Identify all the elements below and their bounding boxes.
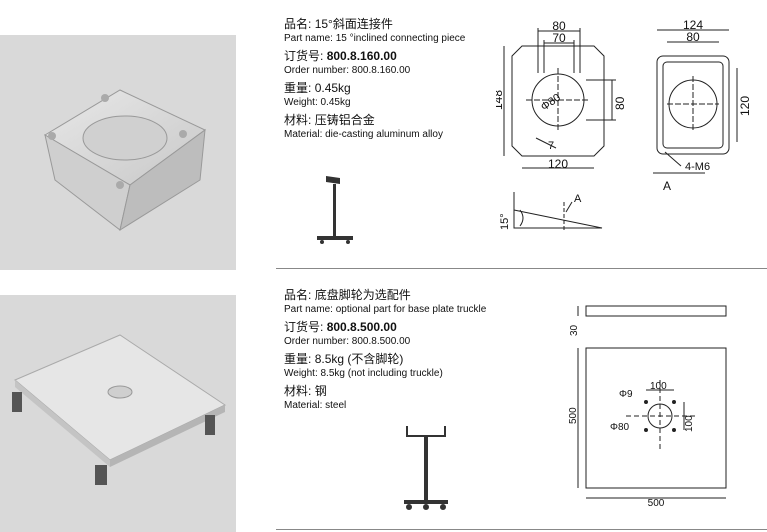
order-number-en: Order number: 800.8.500.00 [284, 336, 411, 347]
spec-block-base-plate: 品名: 底盘脚轮为选配件 Part name: optional part fo… [284, 288, 514, 416]
dim-4-m6: 4-M6 [685, 161, 710, 173]
product-photo-base-plate [0, 295, 236, 532]
material-en: Material: steel [284, 400, 347, 411]
dim-7: 7 [548, 140, 554, 152]
drawing-base-plate-top: Φ9 100 100 Φ80 500 500 [568, 347, 727, 509]
spec-block-inclined-connector: 品名: 15°斜面连接件 Part name: 15 °inclined con… [284, 17, 514, 145]
stand-icon-mounted-top [317, 176, 353, 244]
dim-500-horizontal: 500 [648, 498, 665, 509]
material-cn: 材料: 钢 [284, 384, 327, 398]
dim-120-vertical: 120 [738, 96, 752, 116]
base-plate-render [12, 334, 227, 485]
inclined-connector-render [44, 89, 206, 232]
part-name-cn: 品名: 底盘脚轮为选配件 [284, 288, 411, 302]
product-photo-inclined-connector [0, 35, 236, 270]
section-divider [276, 268, 767, 269]
dim-148: 148 [496, 90, 505, 110]
part-name-en: Part name: optional part for base plate … [284, 304, 487, 315]
material-en: Material: die-casting aluminum alloy [284, 129, 443, 140]
part-name-cn: 品名: 15°斜面连接件 [284, 17, 393, 31]
drawing-base-plate-side: 30 [569, 305, 727, 336]
dim-30: 30 [569, 324, 580, 336]
weight-cn: 重量: 8.5kg (不含脚轮) [284, 352, 404, 366]
dim-dia-9: Φ9 [619, 389, 633, 400]
dim-dia-80: Φ80 [610, 422, 630, 433]
weight-en: Weight: 0.45kg [284, 97, 351, 108]
order-number-en: Order number: 800.8.160.00 [284, 65, 411, 76]
dim-80b: 80 [686, 30, 700, 44]
dim-dia-80: Φ80 [539, 92, 563, 114]
dim-100-horizontal: 100 [650, 381, 667, 392]
dim-70: 70 [552, 31, 566, 45]
dim-angle-15: 15° [499, 213, 511, 230]
order-number-cn: 订货号: 800.8.500.00 [284, 320, 397, 334]
dim-120: 120 [548, 157, 568, 171]
material-cn: 材料: 压铸铝合金 [284, 113, 375, 127]
section-divider [276, 529, 767, 530]
dim-500-vertical: 500 [568, 407, 579, 424]
order-number-cn: 订货号: 800.8.160.00 [284, 49, 397, 63]
section-label-a2: A [574, 193, 582, 205]
part-name-en: Part name: 15 °inclined connecting piece [284, 33, 466, 44]
stand-icon-mounted-base [404, 426, 448, 510]
weight-cn: 重量: 0.45kg [284, 81, 351, 95]
weight-en: Weight: 8.5kg (not including truckle) [284, 368, 443, 379]
drawing-connector-top-view: 80 70 148 Φ80 80 7 120 [496, 19, 626, 171]
drawing-connector-bottom-view: 124 80 120 4-M6 A [653, 18, 752, 193]
dim-100-vertical: 100 [684, 415, 695, 432]
section-label-a: A [663, 179, 671, 193]
dim-80: 80 [552, 19, 566, 33]
drawing-wedge-angle: 15° A [499, 192, 603, 232]
dim-124: 124 [683, 18, 703, 32]
dim-80-vertical: 80 [613, 96, 626, 110]
